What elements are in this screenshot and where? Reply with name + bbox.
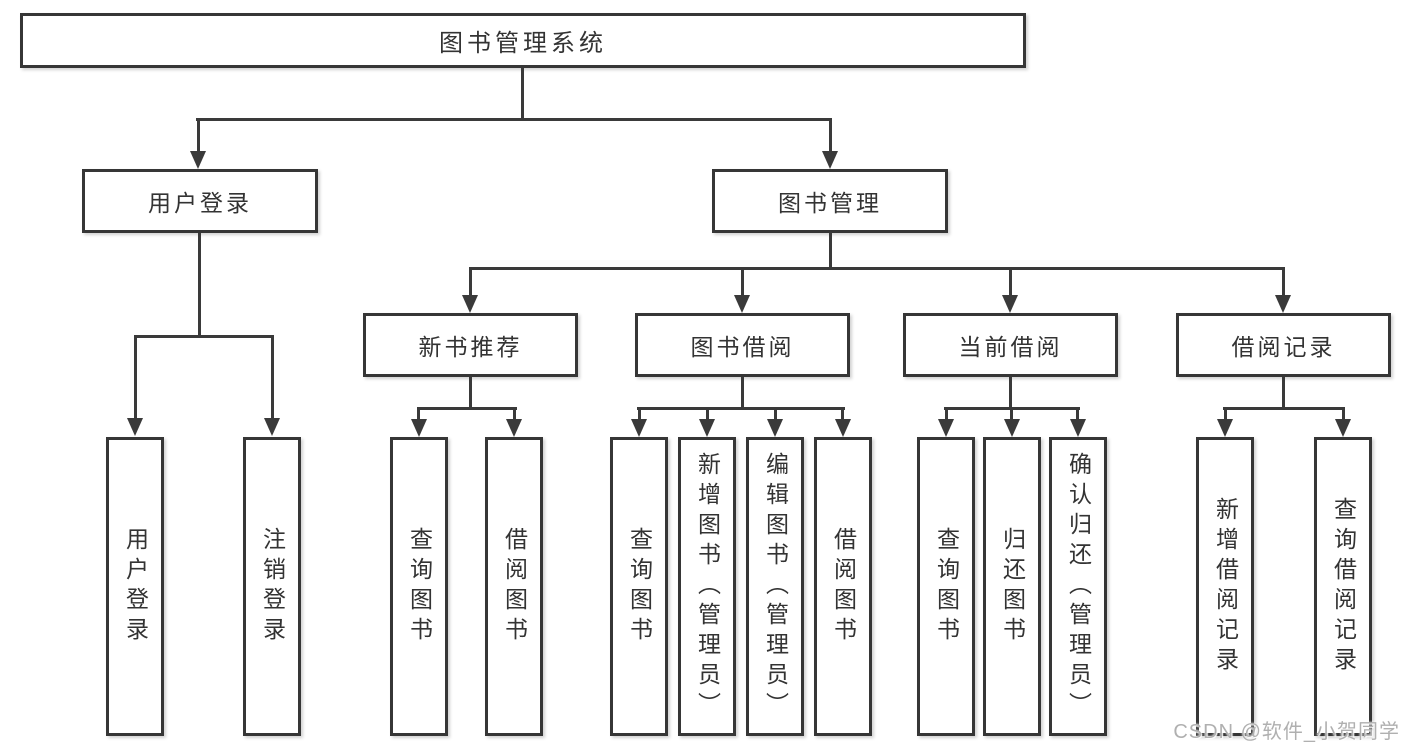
connector-to-leaf [638, 407, 641, 421]
node-book-borrow-label: 图书借阅 [690, 334, 795, 360]
leaf-confirm-return-admin: 确认归还（管理员） [1049, 437, 1107, 736]
node-library-system-label: 图书管理系统 [439, 30, 607, 57]
connector-to-leaf [513, 407, 516, 421]
arrow-down-icon [127, 418, 143, 436]
leaf-query-books-borrow: 查询图书 [610, 437, 668, 736]
node-current-borrow: 当前借阅 [903, 313, 1118, 377]
arrow-down-icon [822, 151, 838, 169]
leaf-borrow-books-recommend-label: 借阅图书 [501, 526, 528, 647]
connector-to-leaf [271, 335, 274, 419]
node-book-management-label: 图书管理 [778, 190, 882, 216]
leaf-query-borrow-record: 查询借阅记录 [1314, 437, 1372, 736]
arrow-down-icon [411, 419, 427, 437]
leaf-confirm-return-admin-label: 确认归还（管理员） [1065, 451, 1092, 722]
connector-to-leaf [1224, 407, 1227, 421]
leaf-query-books-recommend: 查询图书 [390, 437, 448, 736]
arrow-down-icon [506, 419, 522, 437]
node-user-login: 用户登录 [82, 169, 318, 233]
connector-root-drop [521, 68, 524, 120]
connector-to-leaf [1076, 407, 1079, 421]
arrow-down-icon [264, 418, 280, 436]
leaf-borrow-books-label: 借阅图书 [830, 526, 857, 647]
connector-module-split [417, 407, 517, 410]
arrow-down-icon [1002, 295, 1018, 313]
leaf-logout: 注销登录 [243, 437, 301, 736]
node-user-login-label: 用户登录 [148, 190, 252, 216]
node-library-system: 图书管理系统 [20, 13, 1026, 68]
node-current-borrow-label: 当前借阅 [958, 334, 1063, 360]
connector-root-split [196, 118, 832, 121]
connector-module-drop [469, 377, 472, 410]
arrow-down-icon [699, 419, 715, 437]
node-borrow-records: 借阅记录 [1176, 313, 1391, 377]
connector-module-drop [741, 377, 744, 410]
connector-to-leaf [417, 407, 420, 421]
leaf-add-borrow-record: 新增借阅记录 [1196, 437, 1254, 736]
arrow-down-icon [835, 419, 851, 437]
connector-user-login-drop [198, 233, 201, 337]
arrow-down-icon [1217, 419, 1233, 437]
leaf-query-books-current-label: 查询图书 [933, 526, 960, 647]
arrow-down-icon [462, 295, 478, 313]
connector-user-login-split [134, 335, 274, 338]
arrow-down-icon [1275, 295, 1291, 313]
leaf-query-books-borrow-label: 查询图书 [626, 526, 653, 647]
arrow-down-icon [767, 419, 783, 437]
connector-module-split [637, 407, 845, 410]
connector-book-management-drop [829, 232, 832, 269]
csdn-watermark: CSDN @软件_小贺同学 [1173, 721, 1400, 743]
leaf-return-books: 归还图书 [983, 437, 1041, 736]
connector-to-module [1282, 267, 1285, 297]
leaf-query-borrow-record-label: 查询借阅记录 [1330, 496, 1357, 677]
node-borrow-records-label: 借阅记录 [1231, 334, 1336, 360]
leaf-borrow-books-recommend: 借阅图书 [485, 437, 543, 736]
leaf-edit-books-admin: 编辑图书（管理员） [746, 437, 804, 736]
leaf-user-login-label: 用户登录 [122, 526, 149, 647]
leaf-add-books-admin-label: 新增图书（管理员） [694, 451, 721, 722]
leaf-query-books-recommend-label: 查询图书 [406, 526, 433, 647]
connector-to-leaf [841, 407, 844, 421]
arrow-down-icon [1070, 419, 1086, 437]
arrow-down-icon [631, 419, 647, 437]
leaf-edit-books-admin-label: 编辑图书（管理员） [762, 451, 789, 722]
connector-to-leaf [706, 407, 709, 421]
connector-module-split [1223, 407, 1345, 410]
leaf-query-books-current: 查询图书 [917, 437, 975, 736]
arrow-down-icon [1004, 419, 1020, 437]
connector-to-module [469, 267, 472, 297]
connector-to-leaf [134, 335, 137, 419]
connector-to-leaf [945, 407, 948, 421]
connector-to-module [1009, 267, 1012, 297]
connector-to-leaf [774, 407, 777, 421]
leaf-add-borrow-record-label: 新增借阅记录 [1212, 496, 1239, 677]
leaf-add-books-admin: 新增图书（管理员） [678, 437, 736, 736]
leaf-borrow-books: 借阅图书 [814, 437, 872, 736]
arrow-down-icon [734, 295, 750, 313]
arrow-down-icon [190, 151, 206, 169]
node-book-management: 图书管理 [712, 169, 948, 233]
connector-to-book-management [829, 118, 832, 153]
connector-to-user-login [197, 118, 200, 153]
connector-to-leaf [1010, 407, 1013, 421]
node-new-book-recommend-label: 新书推荐 [418, 334, 523, 360]
leaf-user-login: 用户登录 [106, 437, 164, 736]
leaf-return-books-label: 归还图书 [999, 526, 1026, 647]
connector-to-module [741, 267, 744, 297]
connector-book-management-split [469, 267, 1285, 270]
connector-module-drop [1009, 377, 1012, 410]
connector-module-drop [1282, 377, 1285, 410]
leaf-logout-label: 注销登录 [259, 526, 286, 647]
arrow-down-icon [938, 419, 954, 437]
connector-to-leaf [1342, 407, 1345, 421]
node-book-borrow: 图书借阅 [635, 313, 850, 377]
node-new-book-recommend: 新书推荐 [363, 313, 578, 377]
arrow-down-icon [1335, 419, 1351, 437]
